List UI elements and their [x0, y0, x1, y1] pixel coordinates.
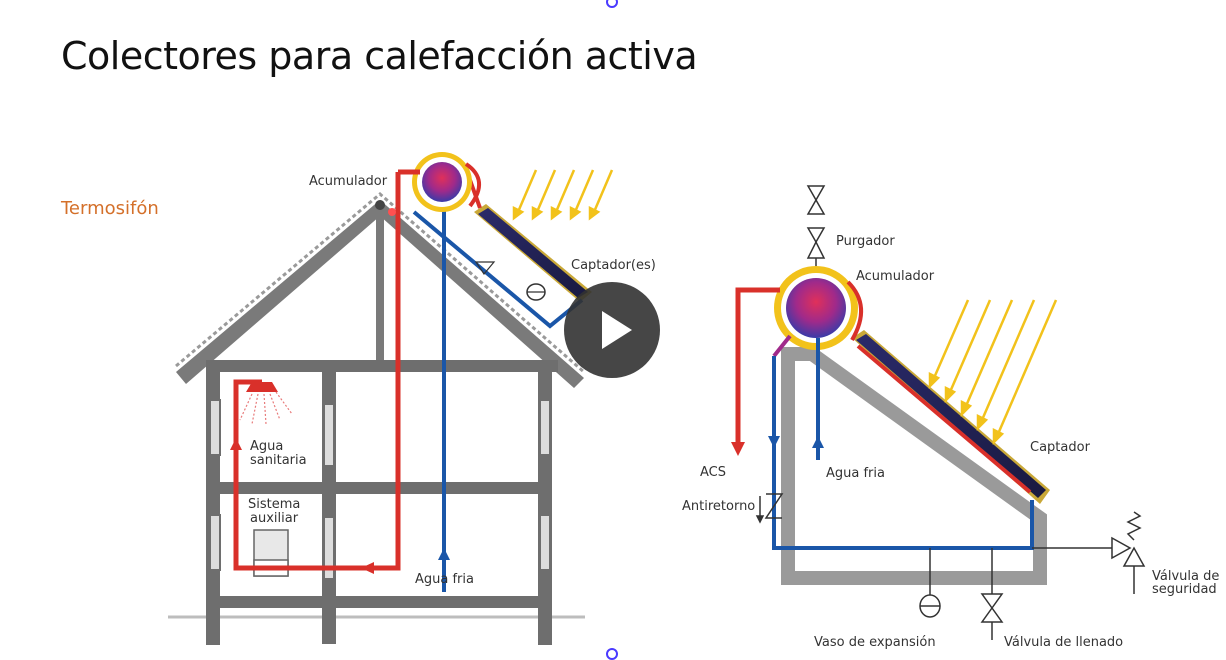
- hot-pipe-house: [233, 172, 401, 571]
- house-roof: [175, 192, 585, 388]
- label-agua-fria-left: Agua fria: [415, 572, 474, 587]
- label-agua-sanitaria-1: Agua: [250, 439, 284, 454]
- label-acumulador-left: Acumulador: [309, 174, 388, 189]
- label-acumulador-right: Acumulador: [856, 269, 935, 284]
- label-captador-left: Captador(es): [571, 258, 656, 273]
- section-subtitle: Termosifón: [61, 198, 159, 219]
- label-purgador: Purgador: [836, 234, 895, 249]
- label-antiretorno: Antiretorno: [682, 499, 756, 514]
- label-acs: ACS: [700, 465, 726, 480]
- house-structure: [206, 360, 558, 645]
- resize-handle-bottom[interactable]: [606, 648, 618, 660]
- label-vaso-expansion: Vaso de expansión: [814, 635, 936, 650]
- check-valve-icon: [755, 493, 784, 524]
- resize-handle-top[interactable]: [606, 0, 618, 8]
- label-valvula-llenado: Válvula de llenado: [1004, 635, 1124, 650]
- label-agua-fria-right: Agua fria: [826, 466, 885, 481]
- sun-rays-icon: [512, 169, 614, 221]
- sun-rays-icon-right: [928, 299, 1058, 446]
- safety-valve-icon: [1111, 511, 1146, 594]
- right-collector: [852, 330, 1050, 504]
- right-tank: [774, 266, 864, 350]
- label-captador-right: Captador: [1030, 440, 1090, 455]
- label-valvula-seguridad-1: Válvula de: [1152, 569, 1220, 584]
- house-diagram: [168, 152, 614, 645]
- schematic-diagram: [731, 185, 1146, 640]
- label-sistema-auxiliar-2: auxiliar: [250, 511, 299, 526]
- label-agua-sanitaria-2: sanitaria: [250, 453, 307, 468]
- page-title: Colectores para calefacción activa: [61, 34, 698, 78]
- shower-icon: [239, 382, 293, 425]
- expansion-vessel-icon: [919, 548, 941, 618]
- play-button[interactable]: [564, 282, 660, 378]
- play-icon: [602, 311, 632, 349]
- purge-valve-icon: [806, 185, 826, 272]
- label-valvula-seguridad-2: seguridad: [1152, 582, 1217, 597]
- valve-icon: [980, 548, 1004, 640]
- left-tank: [412, 152, 481, 212]
- label-sistema-auxiliar-1: Sistema: [248, 497, 301, 512]
